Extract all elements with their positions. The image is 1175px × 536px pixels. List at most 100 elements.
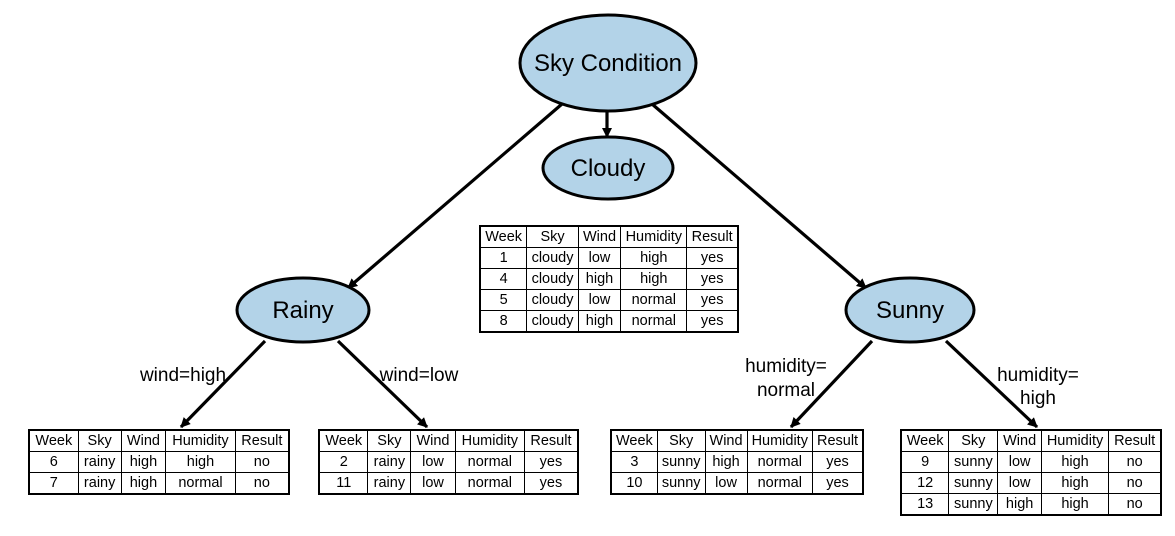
cell-result: yes xyxy=(811,472,864,495)
node-sunny: Sunny xyxy=(844,276,976,344)
column-header-result: Result xyxy=(811,429,864,452)
edge-sunny-humidity-high xyxy=(944,339,1039,429)
cell-humidity: normal xyxy=(746,451,813,473)
column-header-humidity: Humidity xyxy=(746,429,813,452)
cell-sky: sunny xyxy=(656,451,706,473)
cell-humidity: normal xyxy=(620,310,688,333)
cell-week: 8 xyxy=(479,310,528,333)
column-header-week: Week xyxy=(28,429,79,452)
node-sunny-label: Sunny xyxy=(876,297,944,324)
cell-sky: sunny xyxy=(948,493,999,516)
cell-humidity: high xyxy=(1040,493,1110,516)
cell-result: yes xyxy=(686,289,739,311)
cell-sky: rainy xyxy=(77,451,122,473)
cell-result: no xyxy=(1108,472,1162,494)
column-header-week: Week xyxy=(610,429,658,452)
cell-result: yes xyxy=(811,451,864,473)
cell-result: no xyxy=(234,451,290,473)
cell-sky: cloudy xyxy=(526,247,579,269)
cell-result: no xyxy=(1108,451,1162,473)
node-cloudy: Cloudy xyxy=(541,135,675,201)
column-header-result: Result xyxy=(1108,429,1162,452)
cell-result: no xyxy=(234,472,290,495)
cell-result: yes xyxy=(686,268,739,290)
edge-label-humidity-high-line2: high xyxy=(1020,388,1056,409)
cell-week: 6 xyxy=(28,451,79,473)
column-header-wind: Wind xyxy=(577,225,622,248)
column-header-humidity: Humidity xyxy=(1040,429,1110,452)
column-header-wind: Wind xyxy=(997,429,1042,452)
column-header-wind: Wind xyxy=(704,429,748,452)
edge-label-humidity-normal-line1: humidity= xyxy=(745,356,827,377)
edge-root-to-rainy xyxy=(346,102,564,290)
cell-sky: rainy xyxy=(367,472,412,495)
cell-humidity: normal xyxy=(454,472,525,495)
cell-wind: low xyxy=(577,289,622,311)
cell-humidity: high xyxy=(620,247,688,269)
cell-humidity: normal xyxy=(165,472,236,495)
edge-sunny-humidity-normal xyxy=(789,339,874,429)
cell-wind: low xyxy=(410,451,456,473)
column-header-week: Week xyxy=(479,225,528,248)
column-header-result: Result xyxy=(234,429,290,452)
cell-humidity: high xyxy=(165,451,236,473)
edge-root-to-sunny xyxy=(650,102,868,290)
cell-wind: low xyxy=(997,472,1042,494)
column-header-week: Week xyxy=(318,429,369,452)
cell-sky: cloudy xyxy=(526,310,579,333)
cell-sky: sunny xyxy=(948,472,999,494)
edge-rainy-wind-high xyxy=(179,339,267,429)
cell-result: yes xyxy=(523,472,579,495)
cell-humidity: high xyxy=(1040,472,1110,494)
cell-week: 12 xyxy=(900,472,950,494)
cell-wind: high xyxy=(120,472,167,495)
cell-sky: sunny xyxy=(656,472,706,495)
cell-wind: high xyxy=(120,451,167,473)
edge-label-wind-low: wind=low xyxy=(379,365,459,386)
cell-result: yes xyxy=(523,451,579,473)
cell-sky: rainy xyxy=(77,472,122,495)
column-header-week: Week xyxy=(900,429,950,452)
cell-result: yes xyxy=(686,310,739,333)
column-header-sky: Sky xyxy=(948,429,999,452)
node-sky-condition-label: Sky Condition xyxy=(534,50,682,77)
cell-week: 3 xyxy=(610,451,658,473)
cell-wind: high xyxy=(577,268,622,290)
cell-week: 5 xyxy=(479,289,528,311)
cell-sky: sunny xyxy=(948,451,999,473)
cell-week: 9 xyxy=(900,451,950,473)
cell-sky: cloudy xyxy=(526,268,579,290)
cell-wind: high xyxy=(997,493,1042,516)
cell-week: 4 xyxy=(479,268,528,290)
cell-wind: low xyxy=(410,472,456,495)
edge-label-humidity-high-line1: humidity= xyxy=(997,365,1079,386)
edge-label-wind-high: wind=high xyxy=(139,365,226,386)
cell-wind: high xyxy=(704,451,748,473)
column-header-sky: Sky xyxy=(656,429,706,452)
column-header-wind: Wind xyxy=(410,429,456,452)
cell-result: no xyxy=(1108,493,1162,516)
column-header-sky: Sky xyxy=(77,429,122,452)
node-cloudy-label: Cloudy xyxy=(571,155,646,182)
cell-week: 1 xyxy=(479,247,528,269)
